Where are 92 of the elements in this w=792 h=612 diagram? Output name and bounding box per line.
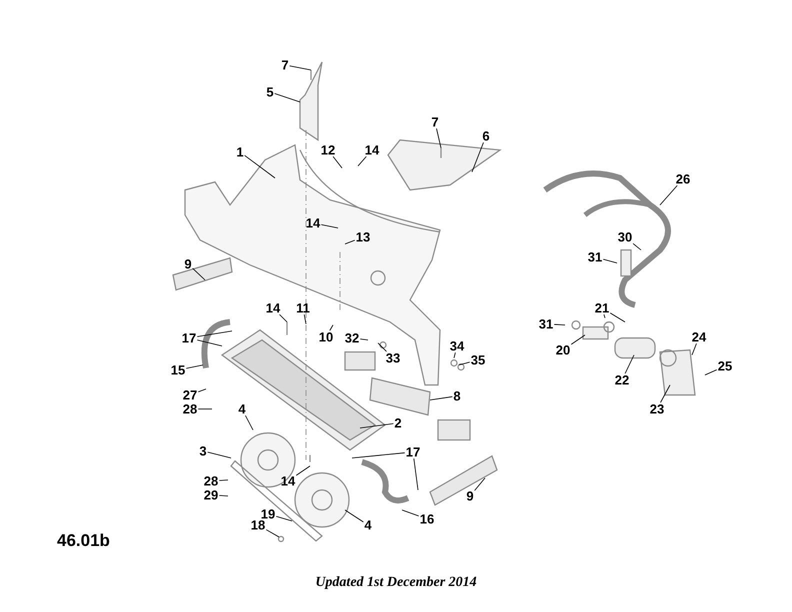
callout-number: 14 xyxy=(264,302,282,314)
callout-number: 11 xyxy=(295,302,311,314)
callout-number: 20 xyxy=(554,344,572,356)
leader-line xyxy=(320,224,338,228)
callout-number: 10 xyxy=(318,330,334,344)
leader-line xyxy=(402,510,420,516)
leader-line xyxy=(570,334,586,345)
leader-line xyxy=(632,243,642,250)
leader-line xyxy=(296,466,310,476)
leader-line xyxy=(472,142,484,172)
callout-number: 33 xyxy=(384,352,402,364)
leader-line xyxy=(413,458,418,490)
leader-line xyxy=(244,155,276,178)
callout-number: 23 xyxy=(648,402,666,416)
leader-line xyxy=(352,452,406,458)
callout-number: 2 xyxy=(393,416,403,430)
callout-number: 9 xyxy=(465,490,475,502)
leader-line xyxy=(378,342,387,352)
callout-number: 30 xyxy=(616,230,634,244)
callout-number: 34 xyxy=(448,340,466,352)
leader-line xyxy=(218,495,228,496)
callout-number: 13 xyxy=(354,230,372,244)
callout-number: 6 xyxy=(481,130,491,142)
callout-number: 17 xyxy=(180,332,198,344)
leader-line xyxy=(554,324,566,326)
callout-number: 21 xyxy=(594,302,610,314)
leader-line xyxy=(245,415,254,430)
leader-line xyxy=(344,240,356,244)
callout-number: 35 xyxy=(470,354,486,366)
callout-number: 12 xyxy=(320,144,336,156)
callout-number: 18 xyxy=(250,518,266,532)
callout-number: 14 xyxy=(364,144,380,156)
callout-number: 8 xyxy=(452,390,462,402)
leader-line xyxy=(454,352,456,358)
callout-number: 24 xyxy=(690,330,708,344)
callout-number: 17 xyxy=(404,446,422,458)
leader-line xyxy=(660,185,678,206)
callout-number: 27 xyxy=(182,388,198,402)
leader-line xyxy=(274,93,300,102)
callout-number: 4 xyxy=(363,518,373,532)
leader-line xyxy=(198,408,212,410)
callout-number: 32 xyxy=(344,332,360,344)
leader-line xyxy=(186,364,204,369)
leader-line xyxy=(279,314,288,322)
leader-line xyxy=(329,324,334,331)
leader-line xyxy=(692,343,697,356)
leader-line xyxy=(602,258,618,264)
leader-line xyxy=(266,529,280,538)
callout-number: 16 xyxy=(418,512,436,526)
callout-number: 15 xyxy=(170,364,186,376)
callout-number: 14 xyxy=(280,474,296,488)
update-note: Updated 1st December 2014 xyxy=(314,574,478,592)
callout-number: 25 xyxy=(716,360,734,372)
leader-line xyxy=(660,384,670,403)
callout-number: 14 xyxy=(304,216,322,230)
callout-number: 28 xyxy=(182,402,198,416)
leader-line xyxy=(218,480,228,481)
leader-line xyxy=(192,268,206,280)
callout-number: 7 xyxy=(280,58,290,72)
leader-line xyxy=(610,312,626,322)
leader-line xyxy=(624,354,634,374)
callout-number: 9 xyxy=(183,258,193,270)
leader-line xyxy=(207,452,232,458)
callout-number: 3 xyxy=(198,444,208,458)
callout-number: 31 xyxy=(586,250,604,264)
leader-line xyxy=(358,156,367,166)
leader-line xyxy=(196,330,232,338)
leader-line xyxy=(332,156,342,168)
leader-line xyxy=(198,388,206,392)
callout-number: 29 xyxy=(202,488,220,502)
leader-line xyxy=(289,66,312,70)
callout-number: 1 xyxy=(235,146,245,158)
page-reference: 46.01b xyxy=(57,532,110,549)
leader-line xyxy=(276,516,292,522)
callout-number: 28 xyxy=(202,474,220,488)
leader-line xyxy=(196,340,222,346)
leader-line xyxy=(458,362,470,366)
leader-line xyxy=(344,510,364,522)
leader-line xyxy=(430,396,453,400)
leader-line xyxy=(436,128,442,148)
leader-line xyxy=(704,369,718,376)
callout-number: 22 xyxy=(614,374,630,386)
leader-line xyxy=(360,338,368,340)
callout-number: 19 xyxy=(260,508,276,520)
callout-number: 5 xyxy=(265,86,275,98)
callout-number: 31 xyxy=(538,318,554,330)
callout-number: 4 xyxy=(237,402,247,416)
leader-line xyxy=(604,314,606,318)
callout-number: 7 xyxy=(430,116,440,128)
leader-line xyxy=(474,478,486,491)
leader-line xyxy=(304,314,306,324)
callout-number: 26 xyxy=(674,172,692,186)
